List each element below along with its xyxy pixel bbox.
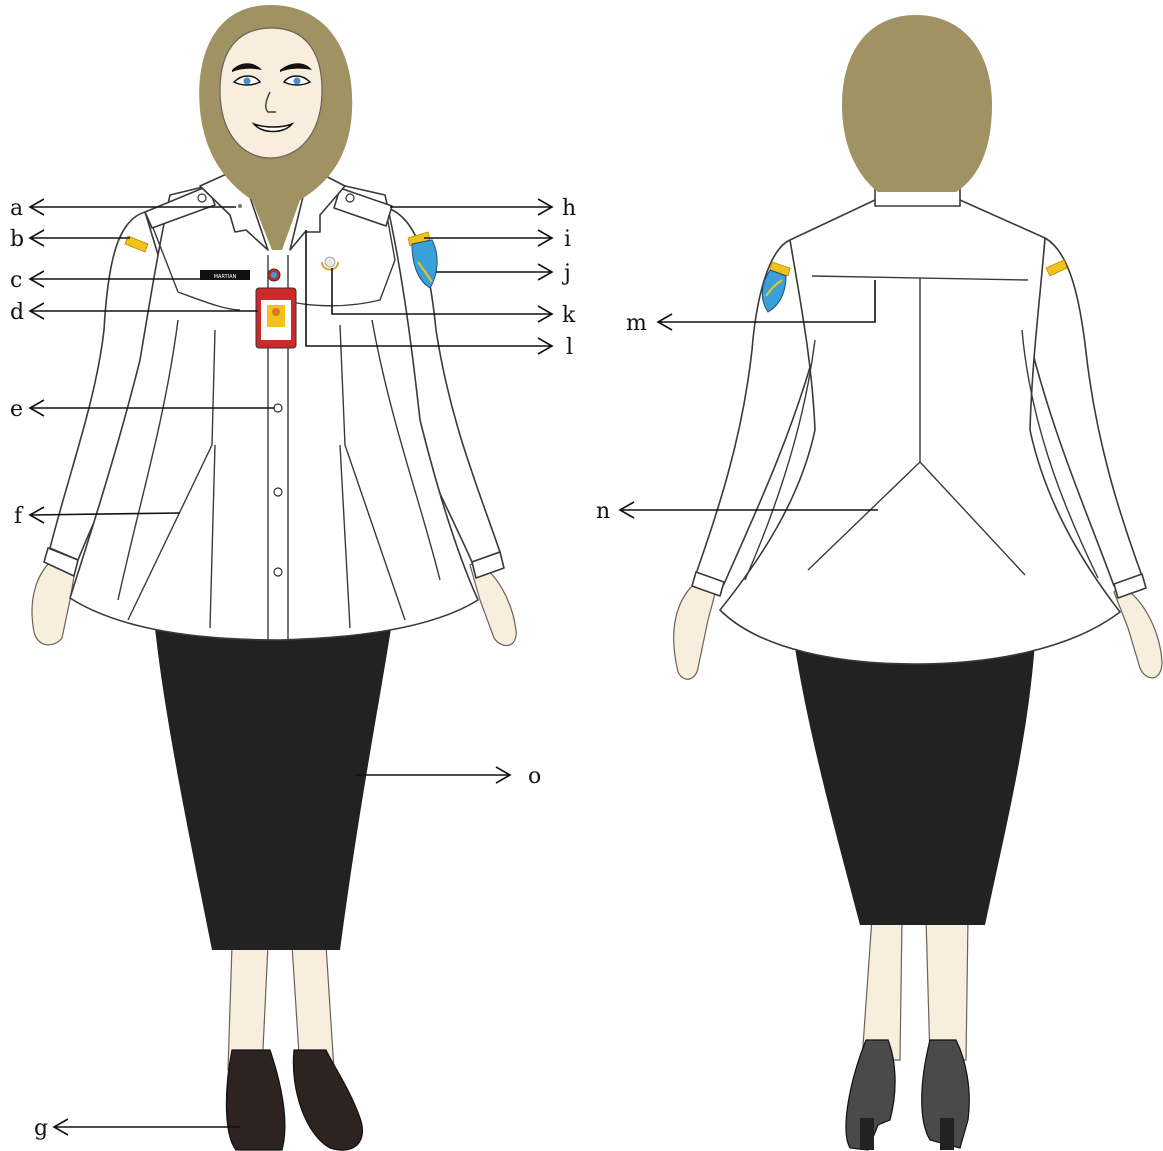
label-i: i [564, 227, 571, 252]
left-epaulette-button [198, 194, 206, 202]
label-h: h [562, 196, 576, 221]
front-left-shoe [226, 1050, 284, 1150]
front-right-shoe [293, 1050, 362, 1150]
button-2 [274, 488, 282, 496]
back-left-hand [674, 582, 716, 679]
back-figure [674, 15, 1162, 1150]
back-right-heel [940, 1118, 954, 1150]
name-tag-text: MARTIAN [214, 274, 237, 280]
back-left-heel [860, 1118, 874, 1150]
button-3 [274, 568, 282, 576]
label-c: c [10, 268, 22, 293]
label-n: n [596, 499, 610, 524]
arrow-i [424, 230, 552, 246]
arrow-g [54, 1119, 240, 1135]
back-right-leg [926, 918, 968, 1060]
label-k: k [562, 303, 576, 328]
label-a: a [10, 196, 23, 221]
back-left-leg [862, 918, 902, 1060]
label-j: j [561, 261, 571, 286]
front-figure: MARTIAN [32, 5, 516, 1150]
label-g: g [34, 1116, 48, 1141]
arrow-b [30, 230, 130, 246]
label-l: l [566, 335, 573, 360]
collar-pin [238, 204, 242, 208]
front-face [220, 28, 322, 158]
arrow-o [356, 767, 510, 783]
back-right-hand [1114, 586, 1162, 678]
right-epaulette-button [346, 194, 354, 202]
label-d: d [10, 300, 24, 325]
right-iris [294, 78, 301, 85]
label-e: e [10, 397, 23, 422]
back-skirt [795, 642, 1035, 925]
id-photo-head [272, 308, 280, 316]
label-m: m [626, 311, 647, 336]
arrow-h [390, 199, 552, 215]
id-card-clip-center [271, 272, 277, 278]
front-skirt [155, 622, 392, 950]
label-b: b [10, 227, 24, 252]
button-1 [274, 404, 282, 412]
label-o: o [528, 764, 541, 789]
left-iris [244, 78, 251, 85]
arrow-j [436, 264, 552, 280]
label-f: f [14, 504, 24, 529]
back-hijab [842, 15, 992, 192]
